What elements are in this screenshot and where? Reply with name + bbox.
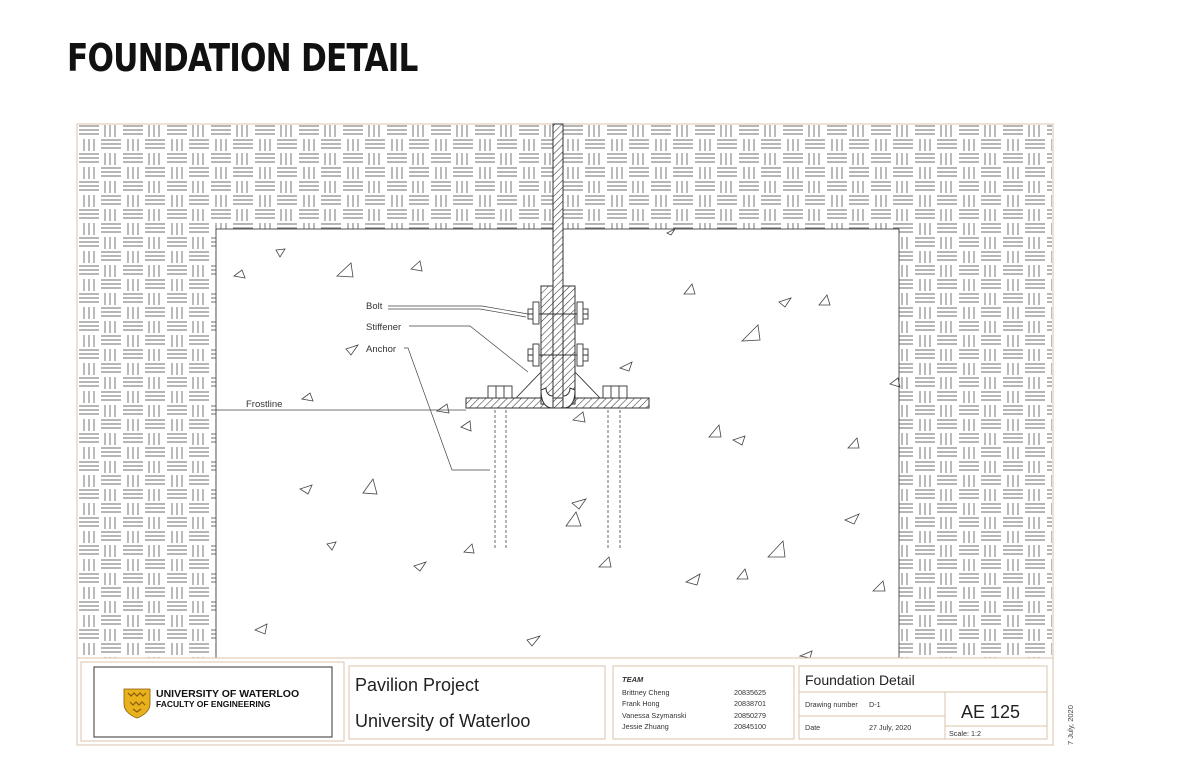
- label-stiffener: Stiffener: [366, 322, 401, 333]
- bolts: [527, 301, 589, 367]
- title-block: UNIVERSITY OF WATERLOO FACULTY OF ENGINE…: [76, 657, 1054, 746]
- drawing-scale: Scale: 1:2: [949, 729, 981, 738]
- institution-panel: [80, 661, 345, 742]
- project-location: University of Waterloo: [355, 711, 530, 731]
- drawing-number-label: Drawing number: [805, 700, 858, 709]
- team-member-id: 20850279: [734, 711, 766, 720]
- project-panel: [348, 665, 606, 740]
- drawing-title: Foundation Detail: [805, 672, 915, 688]
- date-label: Date: [805, 723, 820, 732]
- page-title: FOUNDATION DETAIL: [67, 36, 418, 80]
- anchor-rods: [494, 410, 621, 550]
- team-member-id: 20838701: [734, 699, 766, 708]
- steel-column: [552, 123, 564, 401]
- drawing-number-value: D-1: [869, 700, 881, 709]
- stiffeners: [515, 371, 601, 399]
- date-value: 27 July, 2020: [869, 723, 911, 732]
- side-date: 7 July, 2020: [1066, 705, 1075, 745]
- base-plate: [465, 397, 650, 409]
- angle-clips: [540, 285, 576, 409]
- team-header: TEAM: [622, 675, 644, 684]
- concrete-aggregate: [233, 227, 901, 659]
- team-member-name: Jessie Zhuang: [622, 722, 669, 731]
- team-member-id: 20845100: [734, 722, 766, 731]
- team-panel: [612, 665, 795, 740]
- team-member-name: Brittney Cheng: [622, 688, 670, 697]
- project-name: Pavilion Project: [355, 675, 479, 695]
- university-crest-icon: [123, 688, 151, 719]
- label-frostline: Frostline: [246, 399, 282, 410]
- anchor-nuts: [487, 385, 628, 399]
- team-member-name: Vanessa Szymanski: [622, 711, 687, 720]
- institution-line2: FACULTY OF ENGINEERING: [156, 699, 271, 709]
- leader-lines: [216, 305, 529, 471]
- label-anchor: Anchor: [366, 344, 396, 355]
- team-member-name: Frank Hong: [622, 699, 660, 708]
- label-bolt: Bolt: [366, 301, 383, 312]
- institution-line1: UNIVERSITY OF WATERLOO: [156, 688, 299, 700]
- team-member-id: 20835625: [734, 688, 766, 697]
- course-code: AE 125: [961, 702, 1020, 722]
